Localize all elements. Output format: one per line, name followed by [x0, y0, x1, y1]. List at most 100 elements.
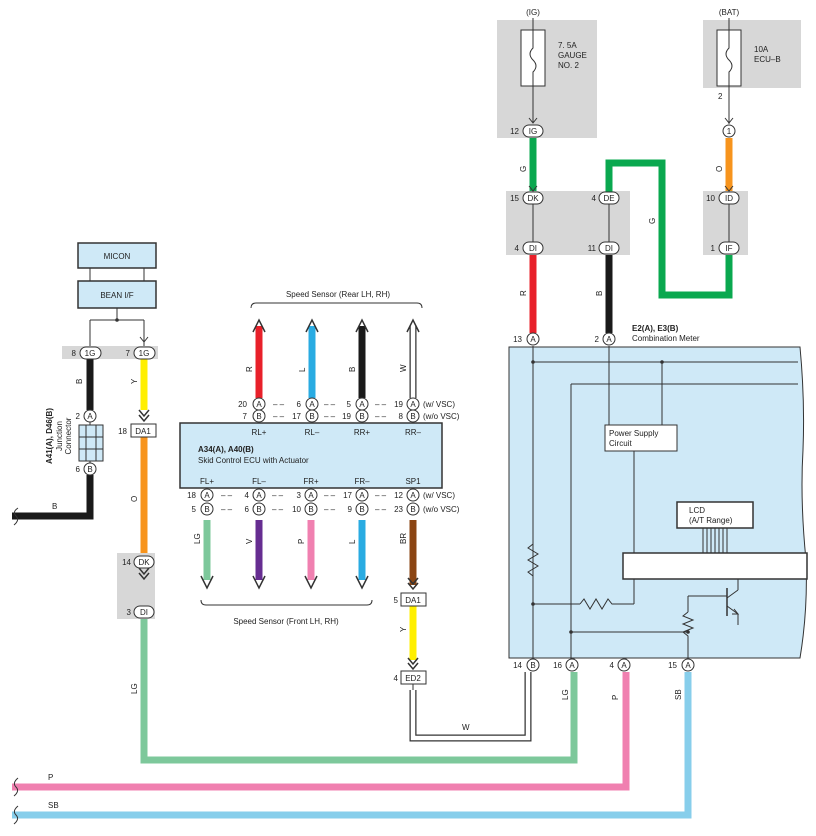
- ecu-top-a-dash3: – –: [375, 400, 387, 409]
- wire-black-left-out: [12, 475, 94, 520]
- ecu-pin-fl-plus: FL+: [200, 477, 214, 486]
- junction-label-2: Junction: [55, 421, 64, 451]
- ecu-pin-fr-minus: FR–: [354, 477, 370, 486]
- wire-label-br: BR: [399, 533, 408, 544]
- ecu-pin-sp1: SP1: [405, 477, 421, 486]
- wire-skyblue-bottom: [12, 672, 692, 819]
- ig-fuse-rating: 7. 5A: [558, 41, 577, 50]
- wire-label-b: B: [75, 379, 84, 384]
- lcd-driver-bar: [622, 552, 808, 580]
- ecu-top-b-dash1: – –: [273, 412, 285, 421]
- ecu-bot-a-dash1: – –: [221, 491, 233, 500]
- psu-label-1: Power Supply: [609, 429, 658, 438]
- wire-label-sb-bottom: SB: [48, 801, 59, 810]
- ecu-top-b-7: 7: [243, 412, 248, 421]
- meter-pin-4: 4: [610, 661, 615, 670]
- ecu-top-a-row: 20 A – – 6 A – – 5 A – – 19 A (w/ VSC): [238, 397, 455, 411]
- ecu-bot-a-17: 17: [343, 491, 352, 500]
- conn-di-left-pin: 3: [127, 608, 132, 617]
- rear-sensor-label: Speed Sensor (Rear LH, RH): [286, 290, 390, 299]
- conn-di1-pin: 4: [515, 244, 520, 253]
- lcd-box: [676, 501, 754, 529]
- wire-label-lg2: LG: [561, 689, 570, 700]
- junction-a: [83, 409, 97, 423]
- ecu-wo-vsc-bot: (w/o VSC): [423, 505, 460, 514]
- wire-label-r2: R: [519, 290, 528, 296]
- ecu-bot-a-dash3: – –: [324, 491, 336, 500]
- ecu-bot-a-3: 3: [297, 491, 302, 500]
- conn-de: [598, 191, 620, 205]
- ecu-bot-a-12-letter: A: [410, 491, 416, 500]
- ecu-bot-b-23: 23: [394, 505, 403, 514]
- meter-a-16: [565, 658, 579, 672]
- ig-label: (IG): [526, 8, 540, 17]
- ecu-bot-a-12: 12: [394, 491, 403, 500]
- conn-if-label: IF: [725, 244, 732, 253]
- meter-pin-15: 15: [668, 661, 677, 670]
- conn-da1-pin: 18: [118, 427, 127, 436]
- ecu-top-a-6: 6: [297, 400, 302, 409]
- ecu-bot-a-dash4: – –: [375, 491, 387, 500]
- wire-label-b2: B: [595, 291, 604, 296]
- ecu-bot-b-9: 9: [348, 505, 353, 514]
- meter-pin-2: 2: [595, 335, 600, 344]
- ecu-bot-b-dash3: – –: [324, 505, 336, 514]
- ecu-bot-b-9-letter: B: [359, 505, 364, 514]
- ecu-bot-a-4-letter: A: [256, 491, 262, 500]
- conn-dk-left-pin: 14: [122, 558, 131, 567]
- meter-pin-13: 13: [513, 335, 522, 344]
- junction-b-letter: B: [87, 465, 92, 474]
- skid-control-ecu: [179, 422, 443, 489]
- ecu-pin-rr-plus: RR+: [354, 428, 371, 437]
- wire-label-y2: Y: [399, 626, 408, 632]
- meter-subtitle: Combination Meter: [632, 334, 700, 343]
- conn-8-pin: 8: [72, 349, 77, 358]
- conn-di2: [598, 241, 620, 255]
- conn-da1-left-label: DA1: [135, 427, 151, 436]
- junction-b-pin: 6: [76, 465, 81, 474]
- conn-di2-pin: 11: [588, 244, 597, 253]
- meter-a-13-letter: A: [530, 335, 536, 344]
- junction-connector: [78, 424, 104, 462]
- wire-label-rl: L: [298, 367, 307, 372]
- ecu-bot-b-6: 6: [245, 505, 250, 514]
- conn-de-pin: 4: [592, 194, 597, 203]
- ecu-bot-a-4: 4: [245, 491, 250, 500]
- bean-if-label: BEAN I/F: [100, 291, 133, 300]
- conn-dk-left: [133, 555, 155, 569]
- ecu-w-vsc-bot: (w/ VSC): [423, 491, 455, 500]
- ecu-top-b-8-letter: B: [410, 412, 415, 421]
- ecu-top-b-dash2: – –: [324, 412, 336, 421]
- junction-a-pin: 2: [76, 412, 81, 421]
- meter-b-14-letter: B: [530, 661, 535, 670]
- wire-label-w: W: [462, 723, 470, 732]
- ecu-top-b-row: 7 B – – 17 B – – 19 B – – 8 B (w/o VSC): [243, 409, 460, 423]
- ecu-subtitle: Skid Control ECU with Actuator: [198, 456, 309, 465]
- wire-label-fl: L: [348, 539, 357, 544]
- wire-label-fp: P: [297, 539, 306, 544]
- ecu-bot-a-row: 18 A – – 4 A – – 3 A – – 17 A – – 12 A (…: [187, 488, 455, 502]
- conn-ig-label: IG: [529, 127, 537, 136]
- front-sensor-label: Speed Sensor (Front LH, RH): [233, 617, 339, 626]
- ecu-top-b-7-letter: B: [256, 412, 261, 421]
- ecu-top-b-19-letter: B: [359, 412, 364, 421]
- conn-bat-1: [722, 124, 736, 138]
- ecu-top-b-19: 19: [342, 412, 351, 421]
- meter-a-15-letter: A: [685, 661, 691, 670]
- conn-de-label: DE: [603, 194, 614, 203]
- conn-ig: [522, 124, 544, 138]
- power-supply-circuit: [604, 424, 678, 452]
- ecu-top-a-dash1: – –: [273, 400, 285, 409]
- wire-label-lg: LG: [130, 683, 139, 694]
- ecu-bot-a-dash2: – –: [272, 491, 284, 500]
- ecu-bot-a-18-letter: A: [204, 491, 210, 500]
- ecu-bot-b-5-letter: B: [204, 505, 209, 514]
- front-sensor-bracket: [200, 599, 373, 606]
- ecu-top-b-17-letter: B: [309, 412, 314, 421]
- ecu-top-a-19: 19: [394, 400, 403, 409]
- junction-label-3: Connector: [64, 417, 73, 454]
- meter-a-15: [681, 658, 695, 672]
- ecu-top-b-17: 17: [292, 412, 301, 421]
- ecu-top-a-5-letter: A: [359, 400, 365, 409]
- ecu-top-b-dash3: – –: [375, 412, 387, 421]
